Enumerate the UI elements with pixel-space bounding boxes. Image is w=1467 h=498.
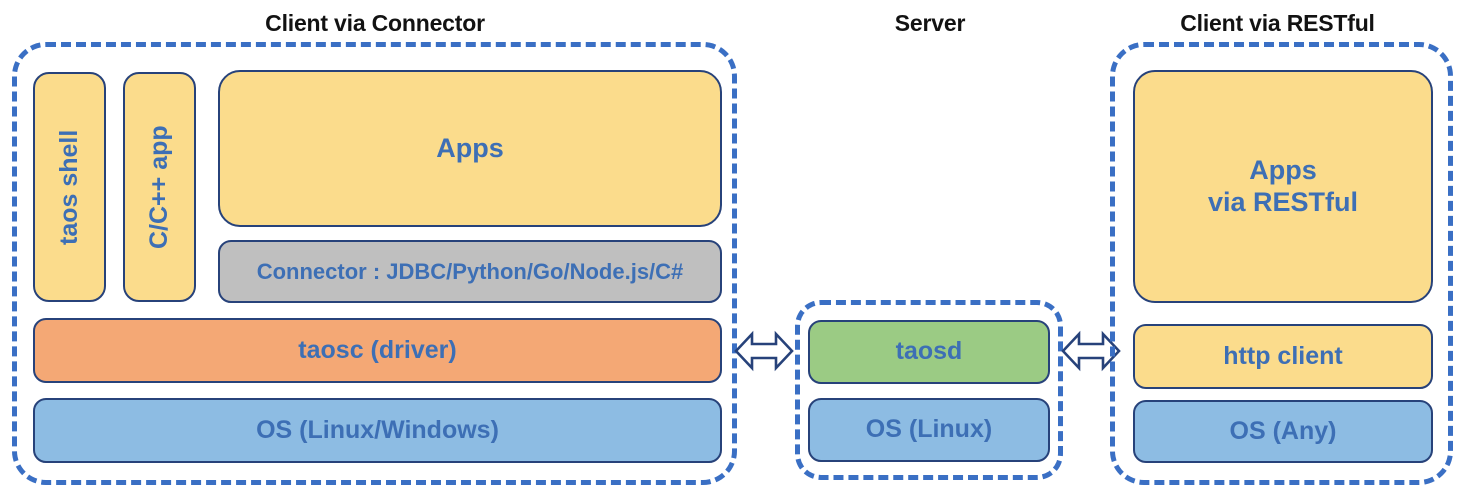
group-client-via-connector <box>12 42 737 485</box>
apps-restful-line-1: Apps <box>1249 154 1317 185</box>
box-apps-connector[interactable]: Apps <box>218 70 722 227</box>
box-os-linux[interactable]: OS (Linux) <box>808 398 1050 462</box>
box-apps-via-restful[interactable]: Apps via RESTful <box>1133 70 1433 303</box>
apps-restful-line-2: via RESTful <box>1207 186 1359 217</box>
panel-title-server: Server <box>894 10 966 36</box>
panel-title-client-restful: Client via RESTful <box>1180 10 1375 36</box>
double-arrow-server-client-right <box>1060 327 1122 375</box>
box-connector-list[interactable]: Connector : JDBC/Python/Go/Node.js/C# <box>218 240 722 303</box>
box-http-client[interactable]: http client <box>1133 324 1433 389</box>
box-os-any[interactable]: OS (Any) <box>1133 400 1433 463</box>
box-os-linux-windows[interactable]: OS (Linux/Windows) <box>33 398 722 463</box>
double-arrow-client-server-left <box>733 327 795 375</box>
box-taosd[interactable]: taosd <box>808 320 1050 384</box>
group-server <box>795 300 1063 480</box>
box-taos-shell[interactable]: taos shell <box>33 72 106 302</box>
box-c-cpp-app[interactable]: C/C++ app <box>123 72 196 302</box>
group-client-via-restful <box>1110 42 1453 485</box>
box-taosc-driver[interactable]: taosc (driver) <box>33 318 722 383</box>
panel-title-client-connector: Client via Connector <box>265 10 485 36</box>
